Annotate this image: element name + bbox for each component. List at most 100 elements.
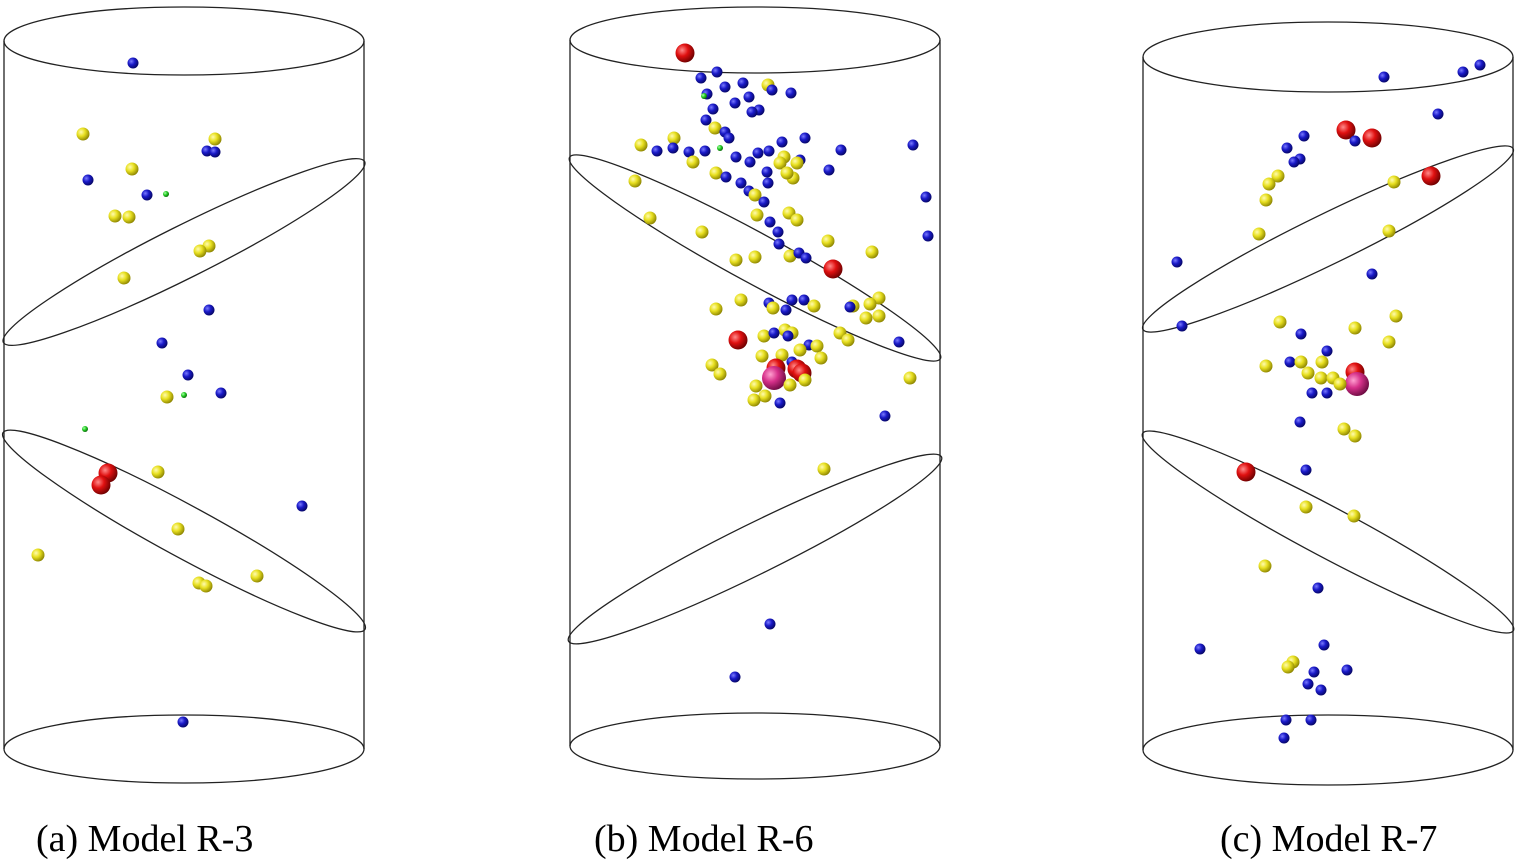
panel-b-blue-sphere (761, 166, 773, 178)
panel-b-blue-sphere (729, 671, 741, 683)
panel-c-blue-sphere (1474, 59, 1486, 71)
panel-b-blue-sphere (782, 330, 794, 342)
panel-a-yellow-sphere (122, 210, 136, 224)
panel-b-yellow-sphere (783, 378, 797, 392)
panel-b-blue-sphere (768, 327, 780, 339)
panel-c-blue-sphere (1171, 256, 1183, 268)
panel-b-blue-sphere (667, 142, 679, 154)
panel-b-yellow-sphere (903, 371, 917, 385)
panel-c-yellow-sphere (1259, 193, 1273, 207)
panel-b-blue-sphere (762, 177, 774, 189)
panel-c-blue-sphere (1378, 71, 1390, 83)
panel-b-yellow-sphere (793, 343, 807, 357)
panel-b-red-sphere (728, 330, 748, 350)
panel-c-blue-sphere (1306, 387, 1318, 399)
panel-b-blue-sphere (695, 72, 707, 84)
panel-b-blue-sphere (799, 132, 811, 144)
panel-b-yellow-sphere (780, 166, 794, 180)
panel-b-blue-sphere (786, 294, 798, 306)
panel-c-blue-sphere (1312, 582, 1324, 594)
cylinder-c-plane-lower (1141, 430, 1515, 634)
panel-a-yellow-sphere (208, 132, 222, 146)
panel-c-blue-sphere (1302, 678, 1314, 690)
panel-b-yellow-sphere (686, 155, 700, 169)
panel-b-blue-sphere (774, 397, 786, 409)
panel-b-blue-sphere (744, 156, 756, 168)
panel-a-blue-sphere (127, 57, 139, 69)
panel-b-blue-sphere (735, 177, 747, 189)
panel-b-green-sphere (701, 93, 707, 99)
panel-c-yellow-sphere (1273, 315, 1287, 329)
panel-b-blue-sphere (893, 336, 905, 348)
panel-b-blue-sphere (776, 136, 788, 148)
panel-b-yellow-sphere (748, 250, 762, 264)
panel-b-blue-sphere (844, 301, 856, 313)
cylinder-c-top (1142, 21, 1514, 93)
panel-b-blue-sphere (699, 145, 711, 157)
panel-c-yellow-sphere (1348, 429, 1362, 443)
panel-b-yellow-sphere (810, 339, 824, 353)
panel-c-blue-sphere (1298, 130, 1310, 142)
caption-b: (b) Model R-6 (594, 818, 814, 860)
panel-c-blue-sphere (1321, 387, 1333, 399)
panel-c-red-sphere (1236, 462, 1256, 482)
panel-a-red-sphere (91, 475, 111, 495)
panel-b-blue-sphere (683, 146, 695, 158)
panel-a-yellow-sphere (76, 127, 90, 141)
panel-c-blue-sphere (1281, 142, 1293, 154)
panel-b-blue-sphere (729, 97, 741, 109)
panel-b-blue-sphere (700, 114, 712, 126)
cylinder-c-bottom (1142, 714, 1514, 786)
cylinder-a-top (3, 6, 365, 76)
panel-b-blue-sphere (720, 171, 732, 183)
panel-c-blue-sphere (1341, 664, 1353, 676)
panel-b-yellow-sphere (628, 174, 642, 188)
panel-c-yellow-sphere (1252, 227, 1266, 241)
panel-c-yellow-sphere (1299, 500, 1313, 514)
panel-c-blue-sphere (1294, 416, 1306, 428)
panel-b-blue-sphere (711, 66, 723, 78)
panel-b-blue-sphere (907, 139, 919, 151)
panel-c-blue-sphere (1295, 328, 1307, 340)
cylinder-a (1, 6, 367, 784)
panel-b-blue-sphere (737, 77, 749, 89)
panel-b-yellow-sphere (841, 333, 855, 347)
panel-c-yellow-sphere (1258, 559, 1272, 573)
panel-c-yellow-sphere (1262, 177, 1276, 191)
panel-b-yellow-sphere (749, 379, 763, 393)
panel-b-blue-sphere (800, 252, 812, 264)
panel-b-yellow-sphere (773, 156, 787, 170)
panel-c-blue-sphere (1284, 356, 1296, 368)
panel-b-yellow-sphere (863, 297, 877, 311)
panel-a-blue-sphere (141, 189, 153, 201)
panel-a-blue-sphere (215, 387, 227, 399)
panel-b-blue-sphere (719, 81, 731, 93)
cylinder-b-bottom (569, 712, 941, 780)
panel-b-blue-sphere (766, 84, 778, 96)
panel-b-blue-sphere (835, 144, 847, 156)
panel-b-blue-sphere (752, 147, 764, 159)
panel-a-blue-sphere (209, 146, 221, 158)
panel-c-blue-sphere (1457, 66, 1469, 78)
panel-c-yellow-sphere (1301, 366, 1315, 380)
panel-b-yellow-sphere (729, 253, 743, 267)
panel-b-blue-sphere (785, 87, 797, 99)
panel-c-blue-sphere (1318, 639, 1330, 651)
panel-b-yellow-sphere (775, 348, 789, 362)
cylinder-b (567, 6, 943, 780)
panel-a-yellow-sphere (31, 548, 45, 562)
panel-b-yellow-sphere (755, 349, 769, 363)
marker-layer (31, 43, 1486, 744)
panel-b-blue-sphere (763, 145, 775, 157)
panel-b-blue-sphere (879, 410, 891, 422)
cylinder-c-plane-upper (1141, 145, 1515, 333)
panel-b-yellow-sphere (713, 367, 727, 381)
panel-c-blue-sphere (1308, 666, 1320, 678)
panel-c-blue-sphere (1288, 156, 1300, 168)
cylinder-b-plane-lower (567, 453, 943, 645)
panel-b-blue-sphere (920, 191, 932, 203)
panel-c-blue-sphere (1315, 684, 1327, 696)
panel-a-yellow-sphere (160, 390, 174, 404)
panel-b-red-sphere (823, 259, 843, 279)
